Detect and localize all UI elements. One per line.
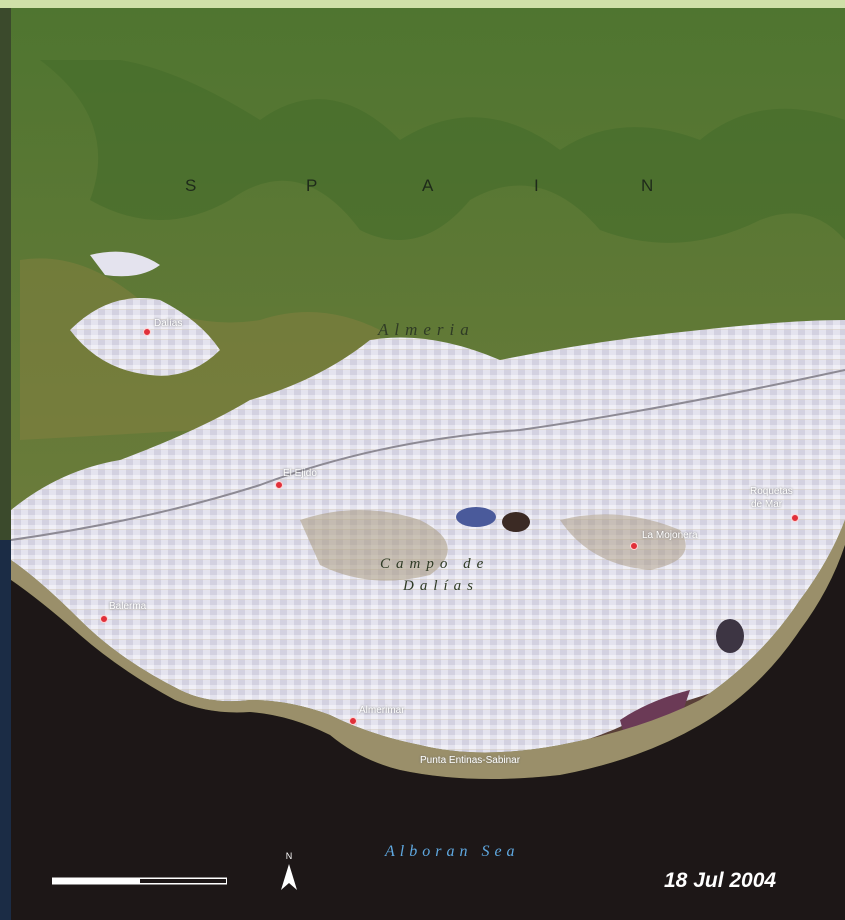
country-label-letter: P: [306, 176, 318, 195]
place-label-salinas: Punta Entinas-Sabinar: [420, 755, 521, 766]
lake-dark: [502, 512, 530, 532]
plain-label-line2: Dalías: [403, 578, 480, 594]
town-marker: [630, 542, 638, 550]
town-marker: [791, 514, 799, 522]
ridge-shading: [40, 60, 845, 243]
scale-bar: [52, 877, 227, 885]
town-marker: [349, 717, 357, 725]
town-label-la-mojonera: La Mojonera: [642, 530, 698, 541]
sea: [11, 545, 845, 920]
lake-blue: [456, 507, 496, 527]
country-label-letter: S: [185, 176, 197, 195]
greenhouse-patch-north: [90, 251, 160, 277]
town-label-roquetas-2: de Mar: [751, 499, 783, 510]
town-label-balerma: Balerma: [109, 601, 147, 612]
town-label-roquetas-1: Roquetas: [750, 486, 793, 497]
north-letter: N: [286, 851, 293, 861]
country-label-letter: I: [534, 176, 539, 195]
town-marker: [275, 481, 283, 489]
country-label-letter: N: [641, 176, 654, 195]
north-arrow-icon: N: [281, 851, 297, 890]
acquisition-date: 18 Jul 2004: [664, 869, 777, 892]
bare-fields: [300, 510, 448, 581]
town-marker: [143, 328, 151, 336]
region-label: Almeria: [378, 320, 475, 339]
pond-east: [716, 619, 744, 653]
adjacent-sea-strip: [0, 540, 11, 920]
plain-label-line1: Campo de: [380, 556, 490, 572]
country-label-letter: A: [422, 176, 434, 195]
town-label-dalias: Dalías: [154, 318, 183, 329]
town-label-el-ejido: El Ejido: [283, 468, 317, 479]
adjacent-image-strip: [0, 8, 11, 920]
bare-fields-east: [560, 514, 686, 570]
town-marker: [100, 615, 108, 623]
sea-label: Alboran Sea: [385, 843, 520, 860]
dalias-greenhouses: [70, 298, 220, 376]
town-label-almerimar: Almerimar: [359, 705, 405, 716]
highway: [10, 369, 845, 541]
